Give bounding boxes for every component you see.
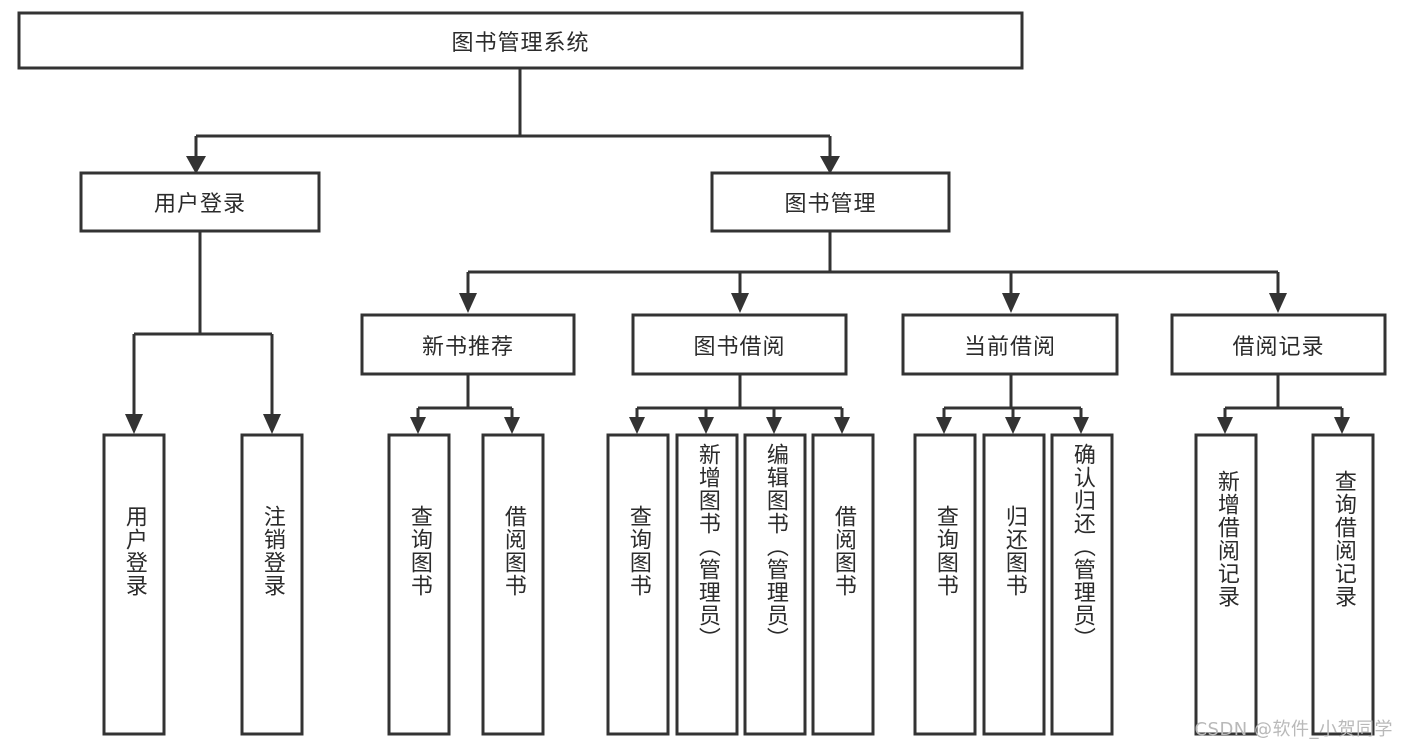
arrow-head-book-borrow-leaf-1: [698, 417, 714, 434]
leaf-box-current-borrow-1[interactable]: [982, 433, 1046, 736]
node-current-borrow[interactable]: [901, 313, 1119, 376]
arrow-head-borrow-records-leaf-1: [1334, 417, 1350, 434]
arrow-head-book-manage-l3-0: [459, 293, 477, 313]
arrow-head-user-login-leaf-0: [125, 414, 143, 434]
node-root-system[interactable]: [17, 11, 1024, 70]
leaf-box-borrow-records-1[interactable]: [1311, 433, 1375, 736]
node-book-borrow[interactable]: [631, 313, 848, 376]
leaf-box-book-borrow-0[interactable]: [606, 433, 670, 736]
node-borrow-records[interactable]: [1170, 313, 1387, 376]
arrow-head-borrow-records-leaf-0: [1217, 417, 1233, 434]
leaf-box-borrow-records-0[interactable]: [1194, 433, 1258, 736]
leaf-box-book-borrow-2[interactable]: [743, 433, 807, 736]
arrow-head-book-manage-l3-1: [731, 293, 749, 313]
arrow-head-book-manage-l3-2: [1002, 293, 1020, 313]
arrow-head-new-book-leaf-0: [410, 417, 426, 434]
arrow-head-current-borrow-leaf-1: [1005, 417, 1021, 434]
leaf-box-book-borrow-1[interactable]: [675, 433, 739, 736]
arrow-head-book-manage-l3-3: [1269, 293, 1287, 313]
arrow-head-root-to-user-login: [186, 156, 206, 174]
leaf-box-new-book-1[interactable]: [481, 433, 545, 736]
leaf-box-user-login-0[interactable]: [102, 433, 166, 736]
arrow-head-book-borrow-leaf-2: [766, 417, 782, 434]
leaf-box-new-book-0[interactable]: [387, 433, 451, 736]
leaf-box-book-borrow-3[interactable]: [811, 433, 875, 736]
arrow-head-current-borrow-leaf-2: [1073, 417, 1089, 434]
node-user-login[interactable]: [79, 171, 321, 233]
arrow-head-root-to-book-manage: [820, 156, 840, 174]
leaf-box-user-login-1[interactable]: [240, 433, 304, 736]
arrow-head-book-borrow-leaf-0: [629, 417, 645, 434]
leaf-box-current-borrow-2[interactable]: [1050, 433, 1114, 736]
node-new-book-recommend[interactable]: [360, 313, 576, 376]
csdn-watermark: CSDN @软件_小贺同学: [1194, 719, 1393, 740]
arrow-head-user-login-leaf-1: [263, 414, 281, 434]
leaf-box-current-borrow-0[interactable]: [913, 433, 977, 736]
arrow-head-new-book-leaf-1: [504, 417, 520, 434]
node-book-manage[interactable]: [710, 171, 951, 233]
arrow-head-current-borrow-leaf-0: [936, 417, 952, 434]
arrow-head-book-borrow-leaf-3: [834, 417, 850, 434]
